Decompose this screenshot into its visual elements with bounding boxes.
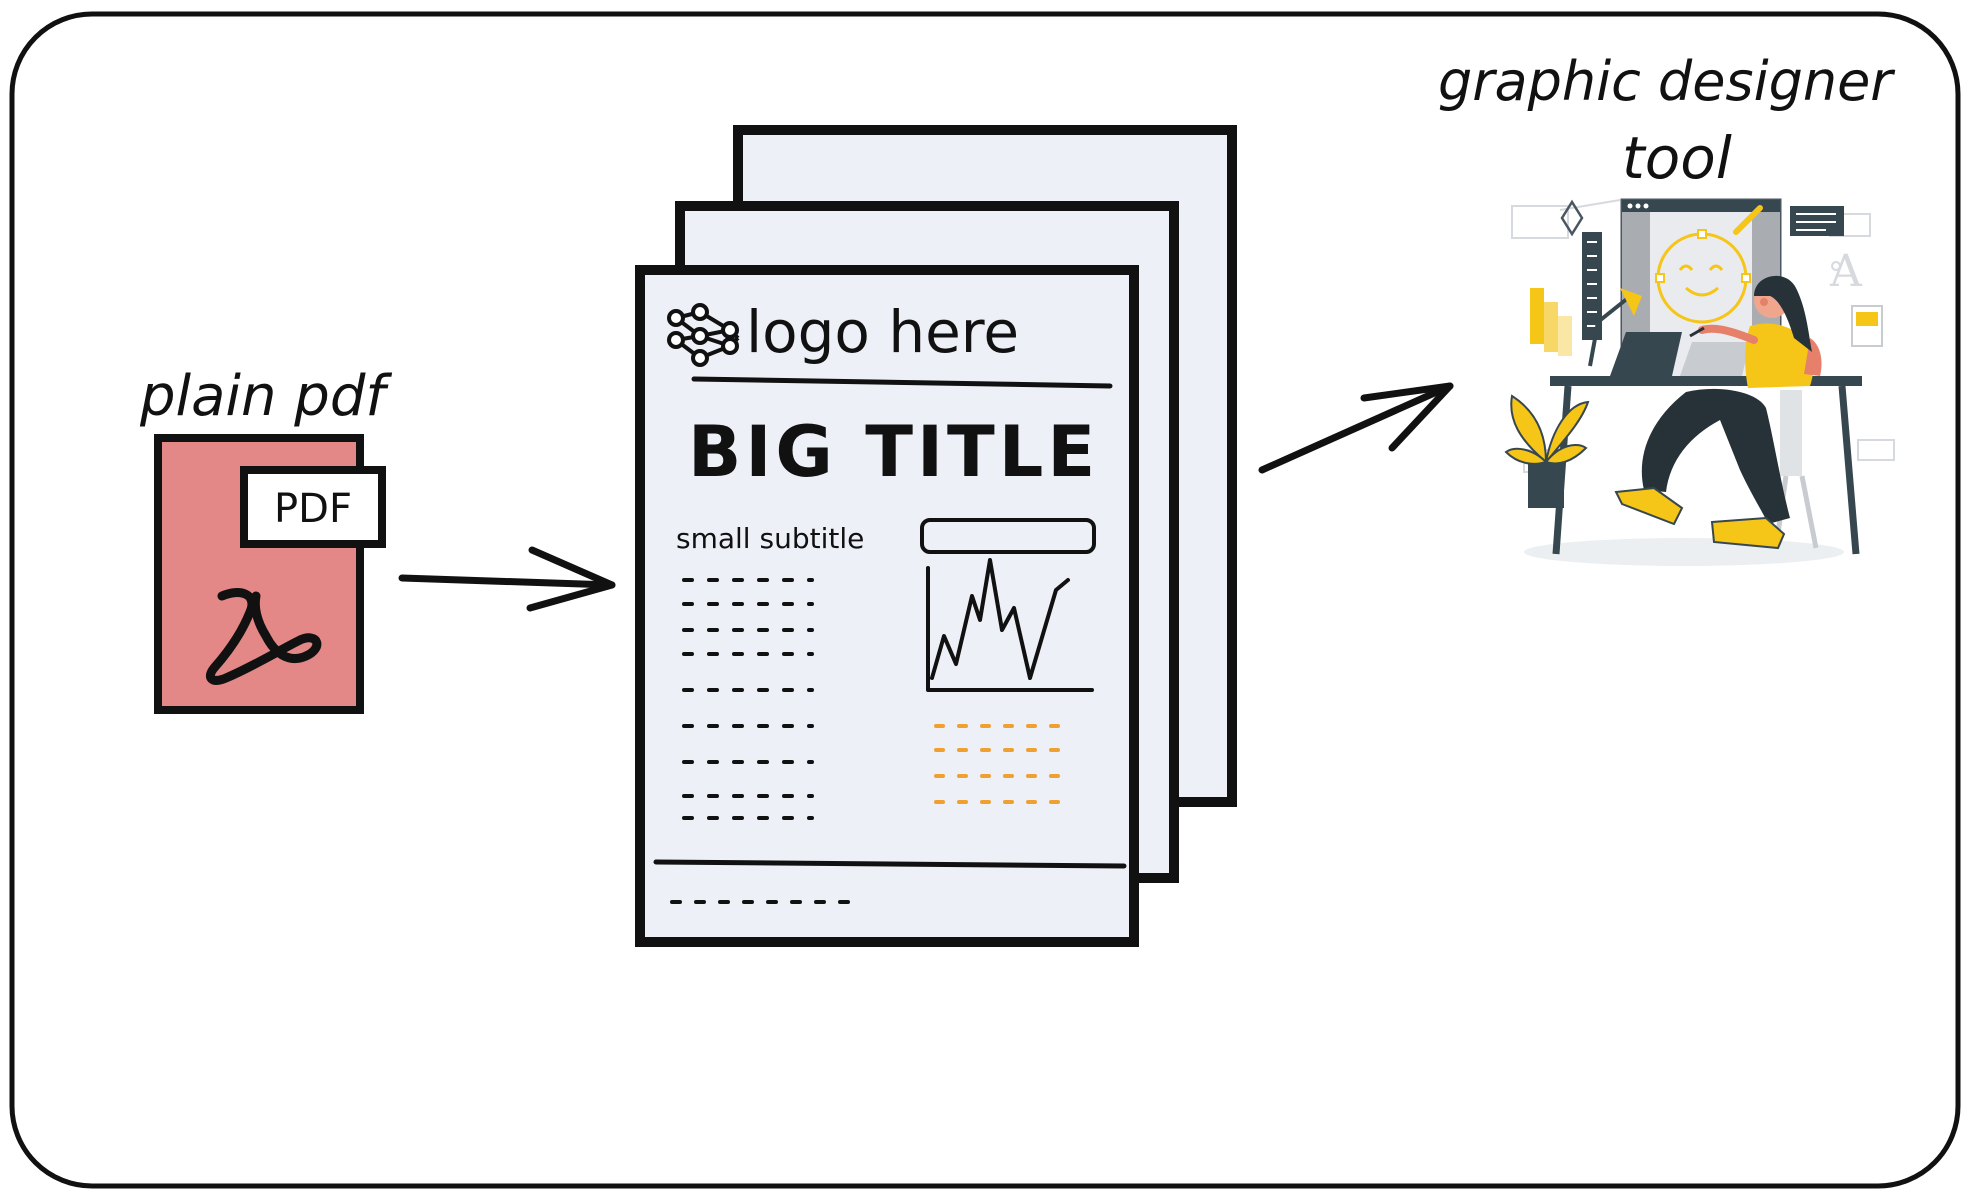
designer-tool-label-line1: graphic designer <box>1438 50 1895 113</box>
plain-pdf-label: plain pdf <box>139 364 392 429</box>
logo-text: logo here <box>746 298 1019 366</box>
designer-at-desk-illustration: A <box>1504 198 1895 566</box>
arrow-to-designer-tool <box>1258 382 1454 474</box>
orange-text-placeholder <box>934 724 1066 804</box>
neural-network-icon <box>667 303 740 367</box>
pdf-badge-text: PDF <box>274 486 352 532</box>
svg-text:A: A <box>1829 246 1863 297</box>
document-subtitle: small subtitle <box>676 522 864 555</box>
header-rule <box>691 376 1113 389</box>
field-placeholder <box>920 518 1096 554</box>
document-title: BIG TITLE <box>688 411 1099 493</box>
designer-tool-label-line2: tool <box>1622 124 1732 192</box>
footer-rule <box>653 859 1127 869</box>
sparkline-chart-sketch <box>926 558 1094 692</box>
plain-pdf-group: plain pdf PDF <box>139 364 392 714</box>
arrow-to-document <box>398 546 616 612</box>
acrobat-pdf-icon <box>206 588 322 685</box>
pdf-badge <box>240 466 386 548</box>
document-stack: logo here BIG TITLE small subtitle <box>635 125 1237 947</box>
body-text-placeholder <box>682 578 814 820</box>
